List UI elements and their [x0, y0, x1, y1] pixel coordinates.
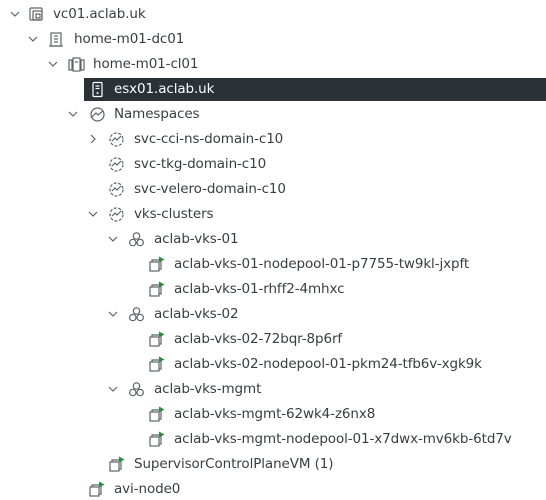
cluster-icon [68, 56, 85, 73]
vm-powered-on-icon [88, 481, 105, 498]
tree-node-label: aclab-vks-mgmt-nodepool-01-x7dwx-mv6kb-6… [174, 431, 512, 447]
chevron-down-icon[interactable] [9, 8, 21, 20]
tree-node-vm[interactable]: aclab-vks-mgmt-nodepool-01-x7dwx-mv6kb-6… [0, 427, 546, 452]
tree-node-label: svc-cci-ns-domain-c10 [134, 131, 284, 147]
namespaces-icon [89, 106, 106, 123]
vcenter-icon [28, 6, 45, 23]
tree-node-label: esx01.aclab.uk [114, 81, 215, 97]
tree-node-label: aclab-vks-mgmt [154, 381, 262, 397]
datacenter-icon [48, 31, 65, 48]
vm-powered-on-icon [148, 431, 165, 448]
tree-node-namespace[interactable]: svc-tkg-domain-c10 [0, 152, 546, 177]
chevron-down-icon[interactable] [87, 208, 99, 220]
tree-node-vm[interactable]: avi-node0 [0, 477, 546, 500]
vm-powered-on-icon [148, 256, 165, 273]
tree-node-vm[interactable]: aclab-vks-01-nodepool-01-p7755-tw9kl-jxp… [0, 252, 546, 277]
tree-node-label: aclab-vks-01-rhff2-4mhxc [174, 281, 345, 297]
tree-node-label: home-m01-dc01 [74, 31, 185, 47]
chevron-down-icon[interactable] [107, 233, 119, 245]
tree-node-vcenter[interactable]: vc01.aclab.uk [0, 2, 546, 27]
chevron-down-icon[interactable] [107, 383, 119, 395]
vm-powered-on-icon [148, 356, 165, 373]
tree-node-label: vc01.aclab.uk [53, 6, 146, 22]
tree-node-namespace[interactable]: svc-velero-domain-c10 [0, 177, 546, 202]
tree-node-label: SupervisorControlPlaneVM (1) [134, 456, 334, 472]
vm-powered-on-icon [148, 331, 165, 348]
tree-node-k8s-cluster[interactable]: aclab-vks-01 [0, 227, 546, 252]
tree-node-vm[interactable]: aclab-vks-mgmt-62wk4-z6nx8 [0, 402, 546, 427]
tree-node-vm[interactable]: aclab-vks-01-rhff2-4mhxc [0, 277, 546, 302]
chevron-down-icon[interactable] [47, 58, 59, 70]
vm-powered-on-icon [108, 456, 125, 473]
host-icon [89, 81, 106, 98]
tree-node-label: svc-velero-domain-c10 [134, 181, 286, 197]
tree-node-cluster[interactable]: home-m01-cl01 [0, 52, 546, 77]
k8s-cluster-icon [128, 381, 145, 398]
chevron-down-icon[interactable] [67, 108, 79, 120]
tree-node-label: svc-tkg-domain-c10 [134, 156, 267, 172]
tree-node-vm[interactable]: SupervisorControlPlaneVM (1) [0, 452, 546, 477]
namespace-icon [108, 181, 125, 198]
tree-node-label: aclab-vks-02-nodepool-01-pkm24-tfb6v-xgk… [174, 356, 482, 372]
tree-node-namespace[interactable]: svc-cci-ns-domain-c10 [0, 127, 546, 152]
tree-node-label: vks-clusters [134, 206, 214, 222]
chevron-down-icon[interactable] [27, 33, 39, 45]
tree-node-namespaces[interactable]: Namespaces [0, 102, 546, 127]
tree-node-label: aclab-vks-mgmt-62wk4-z6nx8 [174, 406, 376, 422]
tree-node-k8s-cluster[interactable]: aclab-vks-mgmt [0, 377, 546, 402]
namespace-icon [108, 156, 125, 173]
tree-node-host[interactable]: esx01.aclab.uk [0, 77, 546, 102]
tree-node-vm[interactable]: aclab-vks-02-72bqr-8p6rf [0, 327, 546, 352]
chevron-down-icon[interactable] [107, 308, 119, 320]
tree-node-datacenter[interactable]: home-m01-dc01 [0, 27, 546, 52]
selection-highlight [84, 78, 546, 101]
tree-node-namespace[interactable]: vks-clusters [0, 202, 546, 227]
tree-node-label: aclab-vks-01 [154, 231, 239, 247]
tree-node-k8s-cluster[interactable]: aclab-vks-02 [0, 302, 546, 327]
tree-node-label: aclab-vks-02-72bqr-8p6rf [174, 331, 343, 347]
tree-node-label: aclab-vks-01-nodepool-01-p7755-tw9kl-jxp… [174, 256, 470, 272]
k8s-cluster-icon [128, 306, 145, 323]
tree-node-label: aclab-vks-02 [154, 306, 239, 322]
k8s-cluster-icon [128, 231, 145, 248]
vm-powered-on-icon [148, 281, 165, 298]
namespace-icon [108, 206, 125, 223]
tree-node-label: avi-node0 [114, 481, 181, 497]
vm-powered-on-icon [148, 406, 165, 423]
tree-node-vm[interactable]: aclab-vks-02-nodepool-01-pkm24-tfb6v-xgk… [0, 352, 546, 377]
tree-node-label: home-m01-cl01 [93, 56, 199, 72]
tree-node-label: Namespaces [114, 106, 200, 122]
chevron-right-icon[interactable] [87, 133, 99, 145]
namespace-icon [108, 131, 125, 148]
